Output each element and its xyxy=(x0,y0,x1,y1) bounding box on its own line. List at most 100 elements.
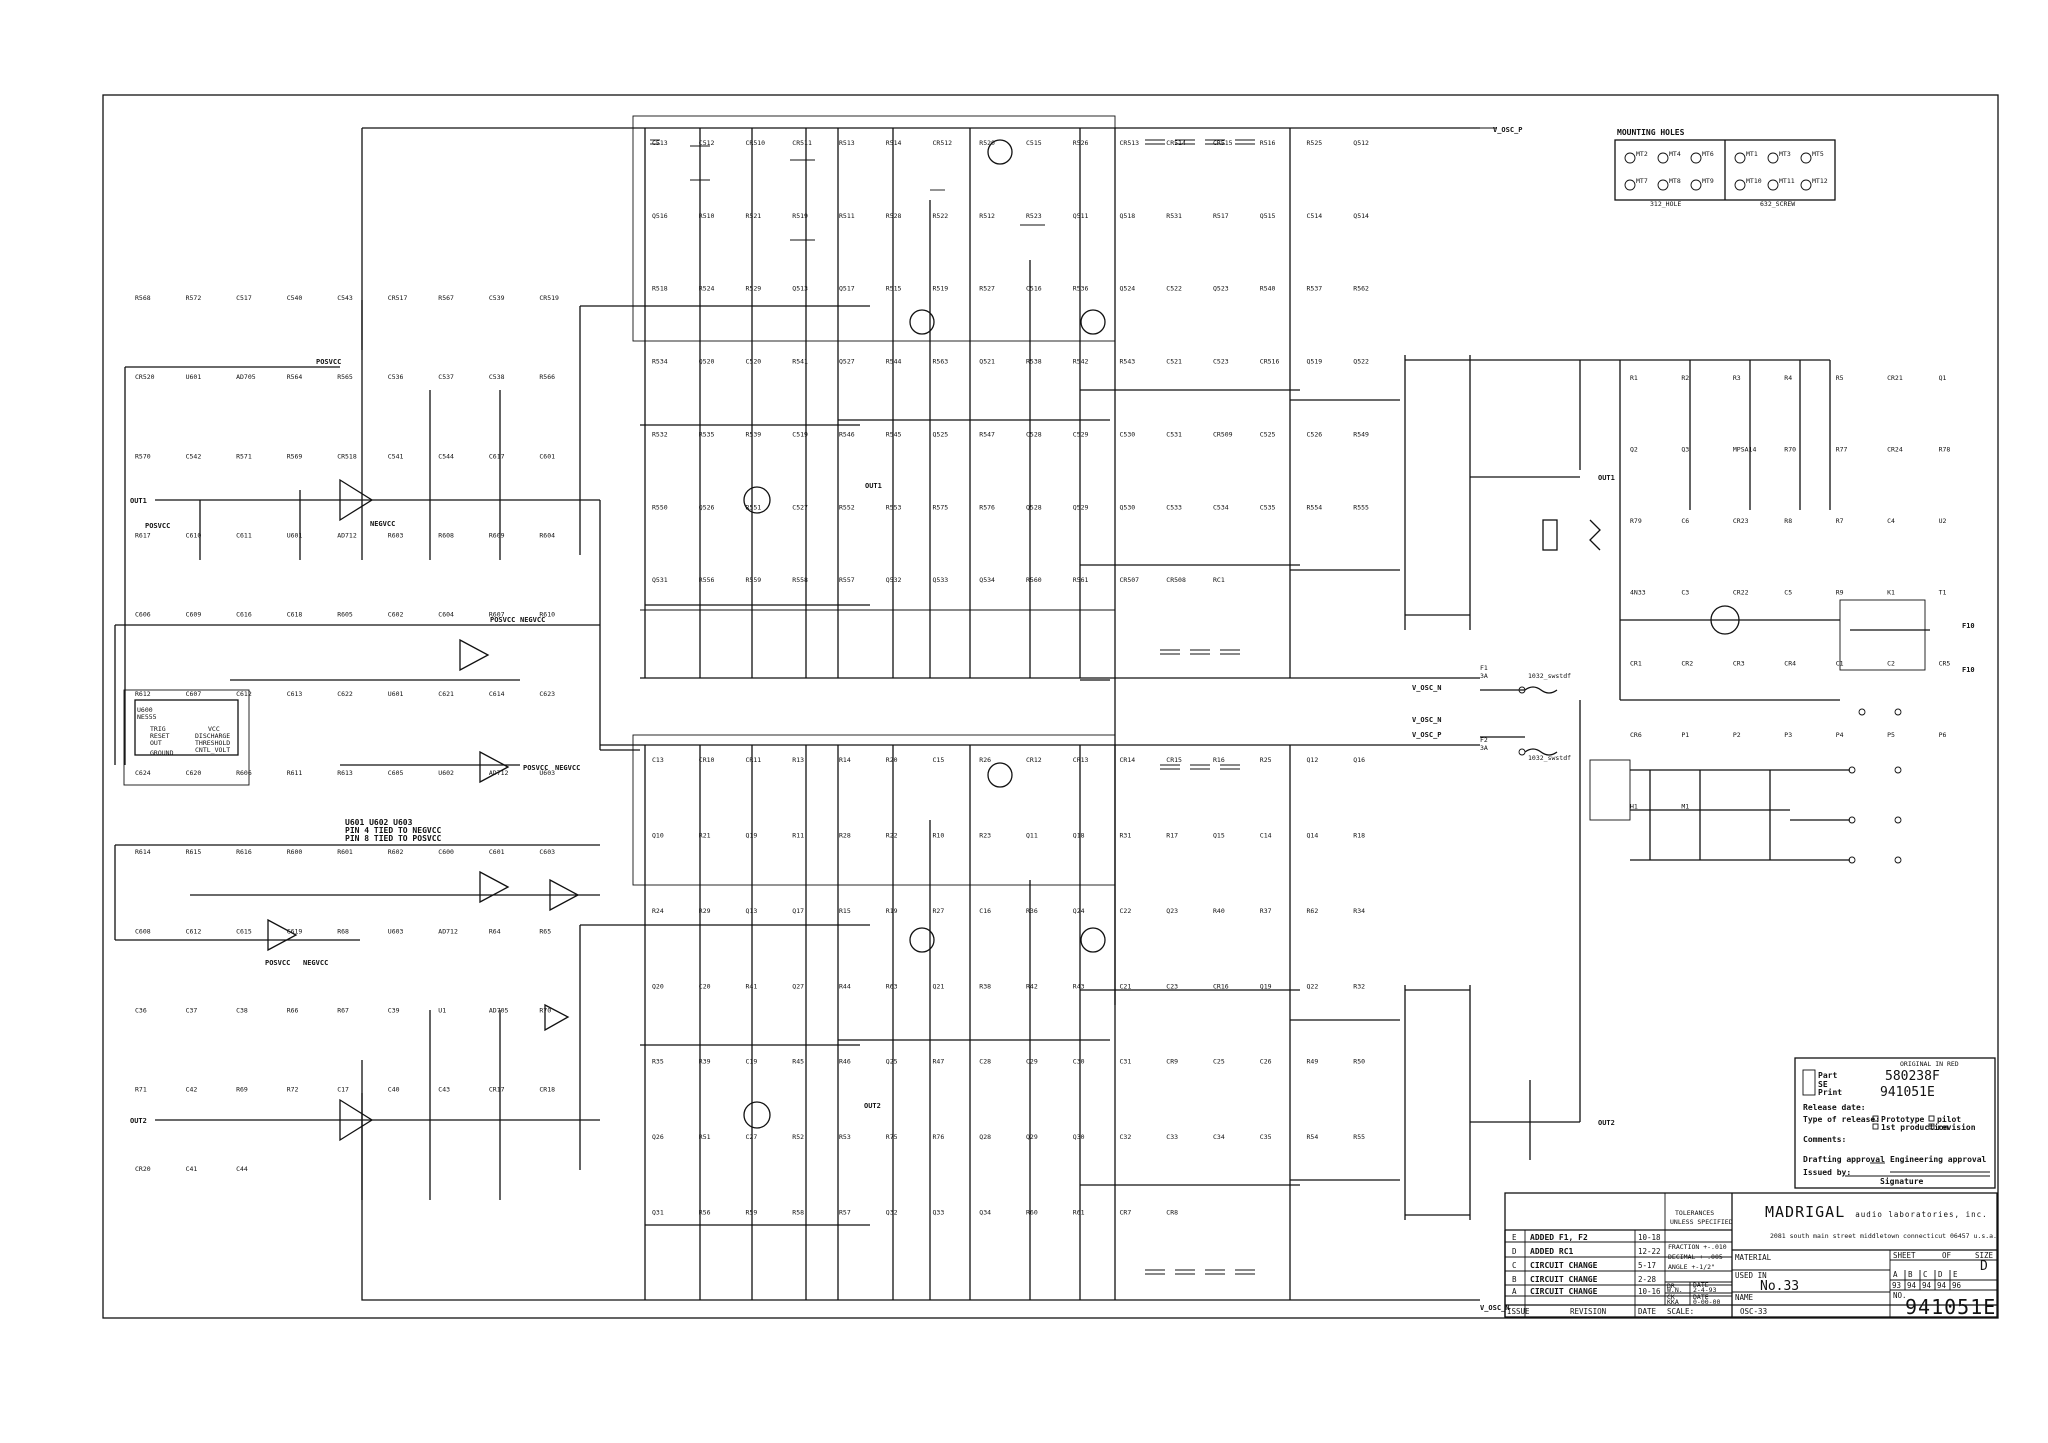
component-designator: CR515 xyxy=(1213,139,1233,147)
component-designator: H1 xyxy=(1630,803,1638,811)
component-designator: R57 xyxy=(839,1209,851,1217)
mounting-hole-label: MT5 xyxy=(1812,150,1824,158)
component-designator: R1 xyxy=(1630,374,1638,382)
size-value: D xyxy=(1980,1259,1988,1274)
date1-label: DATE xyxy=(1693,1281,1709,1289)
revision-date: 5-17 xyxy=(1638,1261,1656,1270)
component-designator: R600 xyxy=(287,848,303,856)
component-designator: CR513 xyxy=(1120,139,1140,147)
component-designator: R26 xyxy=(979,756,991,764)
component-designator: CR511 xyxy=(792,139,812,147)
grid-year: 96 xyxy=(1952,1281,1962,1290)
release-box: ORIGINAL IN RED Part 580238F SE Print 94… xyxy=(1794,1057,1996,1189)
component-designator: C27 xyxy=(746,1133,758,1141)
component-designator: R75 xyxy=(886,1133,898,1141)
component-designator: Q521 xyxy=(979,358,995,366)
component-designator: C15 xyxy=(933,756,945,764)
component-designator: CR508 xyxy=(1166,576,1186,584)
component-designator: Q14 xyxy=(1307,831,1319,839)
component-designator: C601 xyxy=(539,452,555,460)
component-designator: R616 xyxy=(236,848,252,856)
component-designator: R35 xyxy=(652,1058,664,1066)
mounting-right-caption: 632_SCREW xyxy=(1760,200,1795,208)
component-designator: Q16 xyxy=(1353,756,1365,764)
component-designator: C6 xyxy=(1681,517,1689,525)
mounting-hole-symbol xyxy=(1657,179,1669,191)
component-designator: R61 xyxy=(1073,1209,1085,1217)
component-designator: C40 xyxy=(388,1086,400,1094)
component-designator: CR18 xyxy=(539,1086,555,1094)
component-designator: R520 xyxy=(979,139,995,147)
component-designator: C522 xyxy=(1166,285,1182,293)
component-designator: CR518 xyxy=(337,452,357,460)
component-designator: C622 xyxy=(337,690,353,698)
component-designator: C29 xyxy=(1026,1058,1038,1066)
component-designator: R4 xyxy=(1784,374,1792,382)
component-designator: R553 xyxy=(886,503,902,511)
component-designator: R36 xyxy=(1026,907,1038,915)
component-designator: K1 xyxy=(1887,588,1895,596)
revision-issue: A xyxy=(1512,1287,1517,1296)
component-designator: R541 xyxy=(792,358,808,366)
revision-issue: B xyxy=(1512,1275,1517,1284)
component-designator: C610 xyxy=(186,532,202,540)
component-designator: CR14 xyxy=(1120,756,1136,764)
fuse-f1-clip: 1032_swstdf xyxy=(1528,672,1571,680)
timer-pin-ground: GROUND xyxy=(150,749,174,757)
used-in-value: No.33 xyxy=(1760,1279,1799,1294)
component-designator: R18 xyxy=(1353,831,1365,839)
component-designator: R72 xyxy=(287,1086,299,1094)
grid-year: 94 xyxy=(1922,1281,1932,1290)
timer-pin-out: OUT xyxy=(150,739,162,747)
component-designator: R510 xyxy=(699,212,715,220)
component-designator: R37 xyxy=(1260,907,1272,915)
component-designator: Q19 xyxy=(1260,982,1272,990)
v-osc-n-mid: V_OSC_N xyxy=(1412,716,1442,724)
component-designator: Q529 xyxy=(1073,503,1089,511)
component-designator: CR21 xyxy=(1887,374,1903,382)
component-designator: R24 xyxy=(652,907,664,915)
component-designator: Q26 xyxy=(652,1133,664,1141)
mounting-hole-symbol xyxy=(1690,179,1702,191)
component-designator: R570 xyxy=(135,452,151,460)
grid-year: 93 xyxy=(1892,1281,1901,1290)
ck-label: CK xyxy=(1667,1293,1675,1301)
component-designator: Q21 xyxy=(933,982,945,990)
component-designator: R549 xyxy=(1353,430,1369,438)
component-designator: R544 xyxy=(886,358,902,366)
col-date: DATE xyxy=(1638,1307,1657,1316)
top-channel xyxy=(361,115,1830,1005)
tolerance-angle: ANGLE +-1/2" xyxy=(1668,1263,1715,1271)
component-designator: R7 xyxy=(1836,517,1844,525)
component-designator: Q33 xyxy=(933,1209,945,1217)
component-designator: R50 xyxy=(1353,1058,1365,1066)
component-designator: R519 xyxy=(933,285,949,293)
relay-section xyxy=(1542,360,1930,864)
fuse-f2-ref: F2 xyxy=(1480,736,1488,744)
component-designator: R58 xyxy=(792,1209,804,1217)
component-designator: R617 xyxy=(135,532,151,540)
component-designator: R39 xyxy=(699,1058,711,1066)
col-issue: ISSUE xyxy=(1507,1307,1530,1316)
component-designator: CR507 xyxy=(1120,576,1140,584)
component-designator: R51 xyxy=(699,1133,711,1141)
component-designator: C20 xyxy=(699,982,711,990)
component-designator: R71 xyxy=(135,1086,147,1094)
date2-label: DATE xyxy=(1693,1293,1709,1301)
component-designator: U601 xyxy=(388,690,404,698)
component-designator: C602 xyxy=(388,611,404,619)
mounting-left-caption: 312_HOLE xyxy=(1650,200,1681,208)
component-designator: C539 xyxy=(489,294,505,302)
component-designator: C601 xyxy=(489,848,505,856)
revision-issue: D xyxy=(1512,1247,1517,1256)
revision-text: CIRCUIT CHANGE xyxy=(1530,1275,1598,1284)
component-designator: C32 xyxy=(1120,1133,1132,1141)
component-designator: CR5 xyxy=(1939,660,1951,668)
component-designator: U1 xyxy=(438,1007,446,1015)
component-designator: R527 xyxy=(979,285,995,293)
component-designator: C30 xyxy=(1073,1058,1085,1066)
component-designator: C608 xyxy=(135,927,151,935)
component-designator: Q24 xyxy=(1073,907,1085,915)
